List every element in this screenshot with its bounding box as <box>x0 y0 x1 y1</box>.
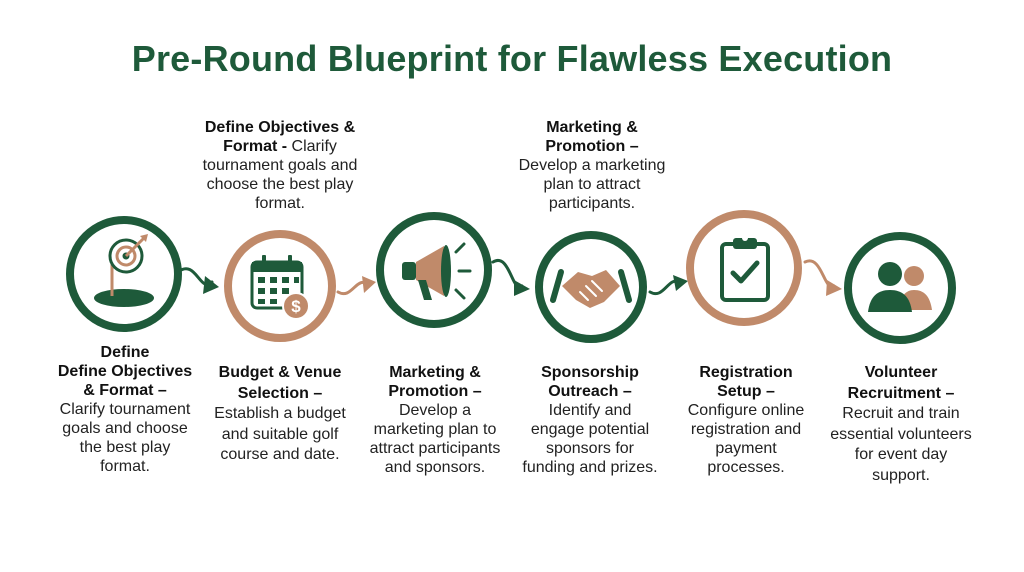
golf-target-icon <box>66 216 182 332</box>
step-1-body: Clarify tournament goals and choose the … <box>59 401 191 475</box>
top-callout-objectives-body: Clarify tournament goals and choose the … <box>202 138 358 212</box>
connector-5-arrowhead <box>826 280 842 296</box>
top-callout-marketing-heading: Marketing & Promotion – <box>545 119 639 155</box>
step-5-body: Configure online registration and paymen… <box>687 402 805 476</box>
handshake-icon <box>535 231 647 343</box>
top-callout-objectives-heading: Define Objectives & Format - <box>204 119 356 155</box>
connector-2-arrowhead <box>362 276 376 293</box>
step-6-heading: Volunteer Recruitment – <box>847 364 955 402</box>
calendar-dollar-icon: $ <box>224 230 336 342</box>
svg-text:$: $ <box>291 297 301 316</box>
step-4-text: Sponsorship Outreach – Identify and enga… <box>520 363 660 477</box>
step-5-text: Registration Setup – Configure online re… <box>676 363 816 477</box>
step-2-body: Establish a budget and suitable golf cou… <box>214 405 346 463</box>
step-2-text: Budget & Venue Selection – Establish a b… <box>210 363 350 466</box>
step-6-body: Recruit and train essential volunteers f… <box>830 405 972 484</box>
step-3-heading: Marketing & Promotion – <box>388 364 482 400</box>
step-3-body: Develop a marketing plan to attract part… <box>369 402 501 476</box>
clipboard-check-icon <box>686 210 802 326</box>
connector-1-arrowhead <box>203 276 219 294</box>
step-1-text: Define Define Objectives & Format – Clar… <box>54 343 196 476</box>
top-callout-marketing: Marketing & Promotion – Develop a market… <box>512 118 672 213</box>
step-2-heading: Budget & Venue Selection – <box>218 364 342 402</box>
step-1-heading: Define Objectives & Format – <box>57 363 193 399</box>
megaphone-icon <box>376 212 492 328</box>
step-1-pre-label: Define <box>100 344 150 361</box>
step-5-heading: Registration Setup – <box>699 364 793 400</box>
volunteers-icon <box>844 232 956 344</box>
top-callout-objectives: Define Objectives & Format - Clarify tou… <box>192 118 368 213</box>
top-callout-marketing-body: Develop a marketing plan to attract part… <box>518 157 666 212</box>
step-6-text: Volunteer Recruitment – Recruit and trai… <box>830 363 972 486</box>
step-3-text: Marketing & Promotion – Develop a market… <box>364 363 506 477</box>
step-4-body: Identify and engage potential sponsors f… <box>522 402 658 476</box>
step-4-heading: Sponsorship Outreach – <box>541 364 639 400</box>
connector-3-arrowhead <box>514 280 530 296</box>
page-title: Pre-Round Blueprint for Flawless Executi… <box>131 38 893 79</box>
connector-4-arrowhead <box>673 275 688 291</box>
